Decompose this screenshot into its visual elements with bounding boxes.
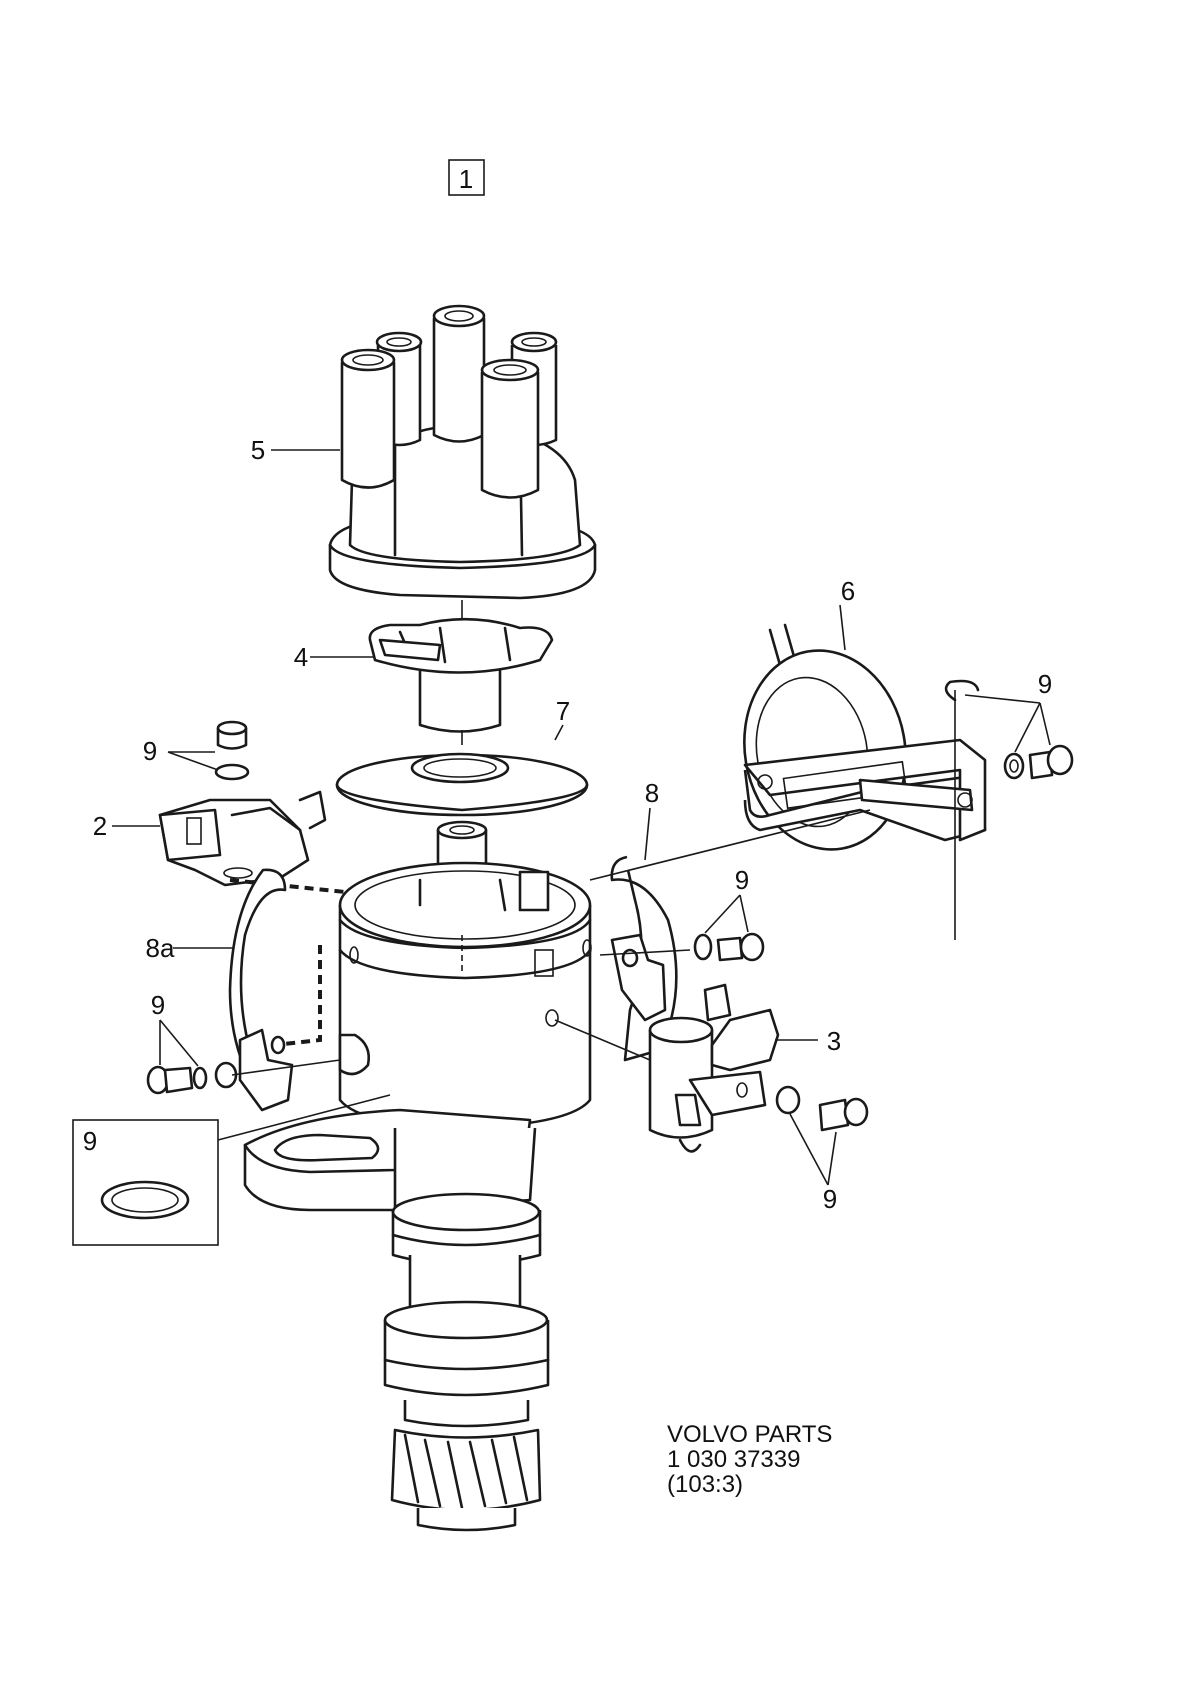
breaker-points bbox=[158, 790, 327, 887]
reference-line-brand: VOLVO PARTS bbox=[667, 1421, 832, 1448]
callout-9-right-top: 9 bbox=[1038, 669, 1052, 699]
callout-9-inset: 9 bbox=[83, 1126, 97, 1156]
dust-shield bbox=[335, 752, 589, 817]
reference-line-code: (103:3) bbox=[667, 1471, 743, 1498]
callout-4: 4 bbox=[294, 642, 308, 672]
vacuum-advance-unit bbox=[743, 623, 987, 940]
distributor-cap bbox=[328, 304, 597, 600]
callout-5: 5 bbox=[251, 435, 265, 465]
callout-8: 8 bbox=[645, 778, 659, 808]
screw-washer-set-left-mid bbox=[146, 1059, 341, 1095]
screw-washer-set-right-top bbox=[944, 679, 1074, 780]
rotor-arm bbox=[368, 617, 554, 733]
cap-spring-clip-right bbox=[610, 855, 678, 1062]
figure-index-box: 1 bbox=[448, 159, 485, 196]
parts-reference-block: VOLVO PARTS 1 030 37339 (103:3) bbox=[667, 1421, 832, 1498]
distributor-housing bbox=[243, 820, 592, 1532]
callout-3: 3 bbox=[827, 1026, 841, 1056]
figure-index-number: 1 bbox=[459, 164, 473, 194]
reference-line-number: 1 030 37339 bbox=[667, 1446, 800, 1473]
callout-2: 2 bbox=[93, 811, 107, 841]
callout-9-center: 9 bbox=[735, 865, 749, 895]
callout-9-bottom-right: 9 bbox=[823, 1184, 837, 1214]
screw-washer-set-center bbox=[599, 932, 765, 962]
callout-7: 7 bbox=[556, 696, 570, 726]
callout-9-left-top: 9 bbox=[143, 736, 157, 766]
callout-8a: 8a bbox=[146, 933, 175, 963]
callout-9-left-mid: 9 bbox=[151, 990, 165, 1020]
screw-washer-set-left-top bbox=[214, 720, 250, 781]
o-ring-inset bbox=[72, 1094, 391, 1246]
screw-washer-set-bottom-right bbox=[775, 1085, 869, 1132]
condenser bbox=[554, 983, 780, 1153]
callout-6: 6 bbox=[841, 576, 855, 606]
